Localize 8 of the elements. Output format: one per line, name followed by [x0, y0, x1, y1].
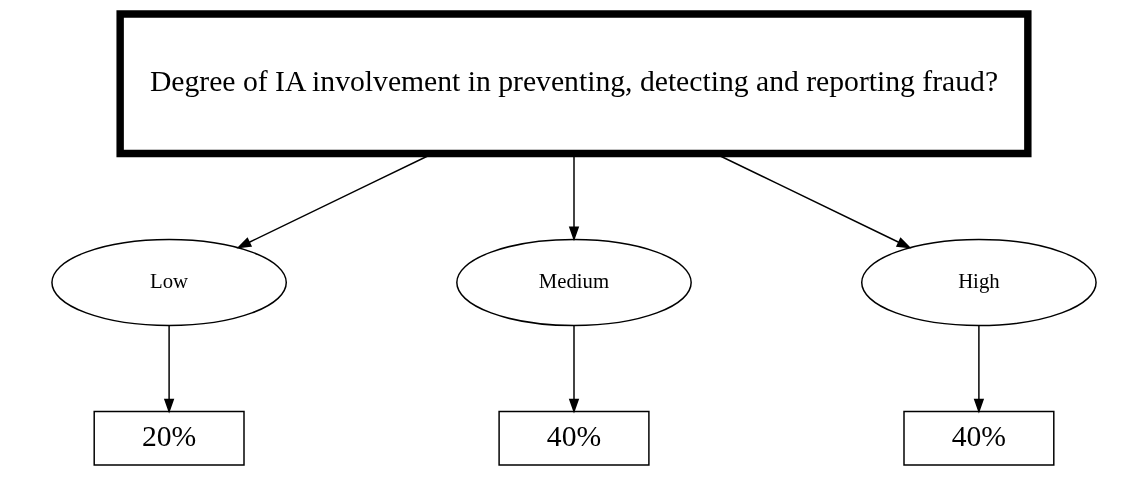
- arrow: [568, 325, 580, 414]
- node-box: 40%: [498, 410, 650, 466]
- node-box: 40%: [903, 410, 1055, 466]
- node-box: 20%: [93, 410, 245, 466]
- arrow: [973, 325, 985, 414]
- arrow: [163, 325, 175, 414]
- node-box: Degree of IA involvement in preventing, detecting and reporting fraud?: [116, 10, 1032, 158]
- node-ellipse: Medium: [456, 238, 692, 327]
